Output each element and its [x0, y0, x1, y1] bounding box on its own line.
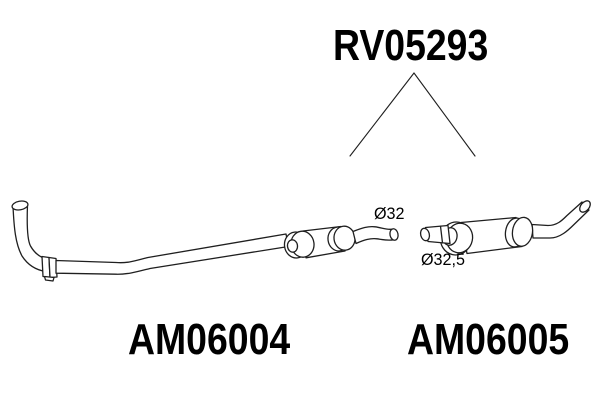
- front-pipe-illustration: [11, 200, 399, 282]
- silencer-diameter-label: Ø32,5: [421, 250, 465, 269]
- silencer-inlet-opening: [419, 227, 431, 242]
- silencer-outlet-tip: [579, 200, 591, 213]
- front-pipe-code-label: AM06004: [128, 315, 291, 364]
- pipe-clamp-tab: [43, 275, 55, 282]
- assembly-code-label: RV05293: [333, 21, 489, 70]
- front-pipe-long-section: [55, 233, 290, 275]
- silencer-right-bead-inner: [511, 216, 534, 247]
- silencer-code-label: AM06005: [407, 315, 570, 364]
- callout-line-left: [349, 72, 415, 157]
- front-pipe-inlet-opening: [11, 200, 29, 211]
- callout-lines: [349, 72, 476, 157]
- silencer-inlet-stub-ring: [439, 225, 444, 244]
- front-pipe-diameter-label: Ø32: [374, 204, 405, 223]
- pipe-clamp-band: [48, 256, 58, 279]
- front-pipe-outlet: [352, 225, 395, 245]
- resonator-inlet-joint: [286, 239, 299, 253]
- callout-line-right: [413, 72, 476, 157]
- silencer-illustration: [419, 200, 591, 256]
- silencer-outlet-pipe: [531, 201, 590, 239]
- front-pipe-outlet-opening: [389, 228, 399, 241]
